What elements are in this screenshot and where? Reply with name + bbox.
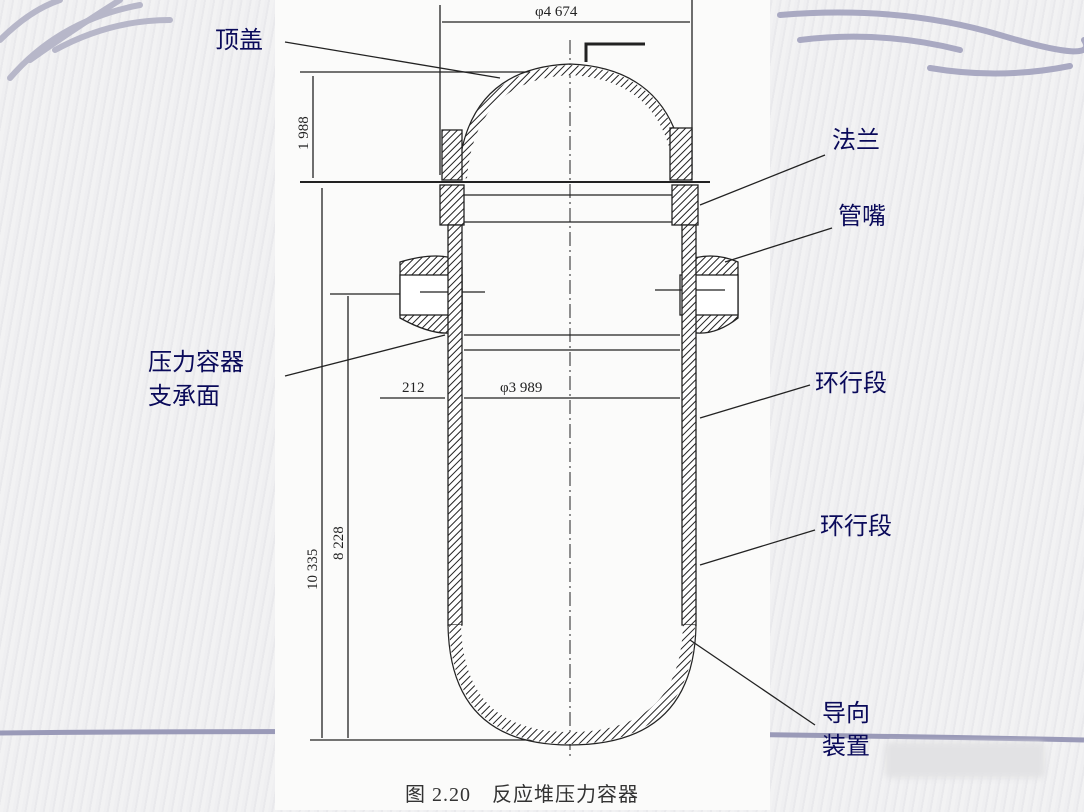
dim-head-height: 1 988: [296, 116, 312, 150]
dim-inner-diameter: φ3 989: [500, 380, 542, 396]
label-top-cover: 顶盖: [215, 26, 263, 54]
label-nozzle: 管嘴: [838, 202, 886, 230]
label-guide-line1: 导向: [822, 699, 870, 727]
watermark-blur: [885, 742, 1045, 778]
dim-wall-offset: 212: [402, 380, 425, 396]
label-support-line1: 压力容器: [148, 348, 244, 376]
dim-outer-diameter: φ4 674: [535, 4, 578, 20]
label-guide-line2: 装置: [822, 732, 870, 760]
dim-total-height: 10 335: [305, 549, 321, 590]
dim-support-height: 8 228: [331, 526, 347, 560]
figure-caption: 图 2.20 反应堆压力容器: [405, 784, 639, 806]
label-ring-section-2: 环行段: [820, 512, 892, 540]
brush-stroke-top-right: [777, 9, 1084, 77]
label-support-line2: 支承面: [148, 382, 220, 410]
label-ring-section-1: 环行段: [815, 369, 887, 397]
label-flange: 法兰: [832, 126, 880, 154]
brush-stroke-top-left: [0, 0, 173, 81]
